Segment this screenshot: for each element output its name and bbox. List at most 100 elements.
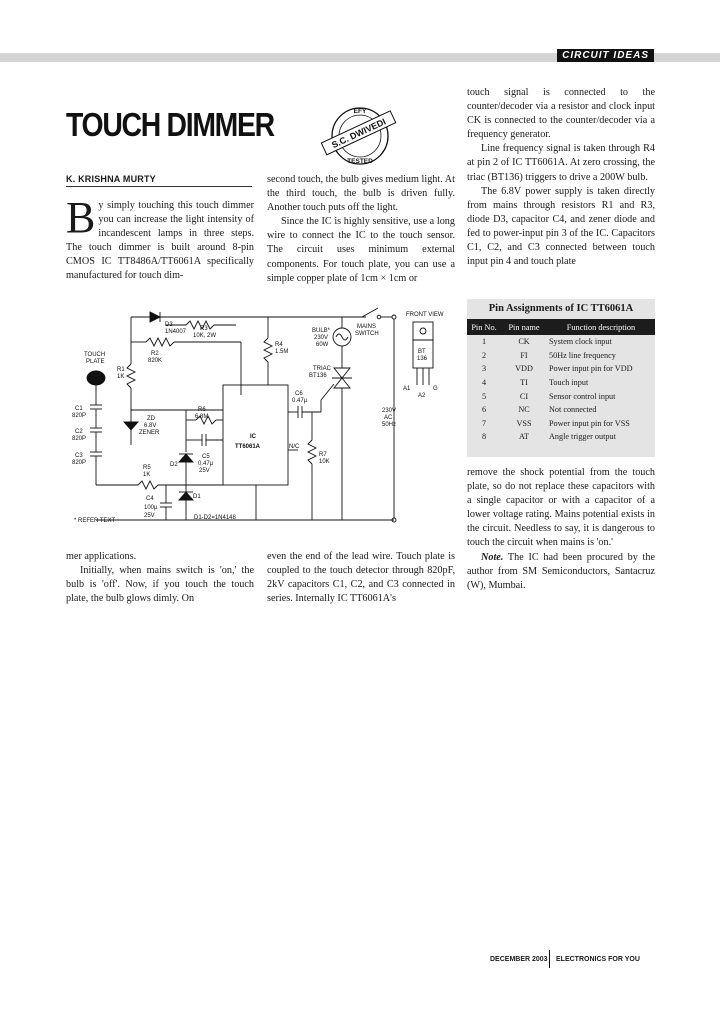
circuit-label: 820K — [148, 358, 162, 364]
circuit-label: D1-D2=1N4148 — [194, 515, 237, 521]
col1-bottom-p2: Initially, when mains switch is 'on,' th… — [66, 565, 254, 605]
circuit-label: AC — [384, 415, 393, 421]
circuit-label: 0.47µ — [198, 461, 214, 467]
circuit-label: 10K, 2W — [193, 333, 216, 339]
note-text: The IC had been procured by the author f… — [467, 551, 655, 591]
ic-name: TT6061A — [235, 444, 261, 450]
circuit-label: 50Hz — [382, 422, 396, 428]
table-header: Function description — [547, 319, 655, 335]
circuit-label: 10K — [319, 459, 330, 465]
circuit-label: 1K — [143, 472, 150, 478]
circuit-label: ZENER — [139, 430, 160, 436]
col3-p2: Line frequency signal is taken through R… — [467, 143, 655, 183]
circuit-label: C1 — [75, 406, 83, 412]
circuit-diagram: D3 1N4007 R3 10K, 2W R2 820K R4 1.5M BUL… — [72, 307, 444, 524]
table-header: Pin name — [501, 319, 547, 335]
circuit-label: C5 — [202, 454, 210, 460]
circuit-label: A2 — [418, 393, 426, 399]
circuit-label: 0.47µ — [292, 398, 308, 404]
circuit-label: BULB* — [312, 328, 331, 334]
col3-p3: The 6.8V power supply is taken directly … — [467, 185, 655, 268]
section-label: CIRCUIT IDEAS — [557, 49, 654, 62]
circuit-label: R3 — [200, 326, 208, 332]
circuit-label: R2 — [151, 351, 159, 357]
efy-tested-badge: S.C. DWIVEDI EFY TESTED — [320, 107, 397, 165]
circuit-label: 820P — [72, 413, 86, 419]
circuit-label: C3 — [75, 453, 83, 459]
col2-top-p1: second touch, the bulb gives medium ligh… — [267, 174, 455, 214]
circuit-label: C2 — [75, 429, 83, 435]
column-1-bottom: mer applications. Initially, when mains … — [66, 550, 254, 606]
ic-label: IC — [250, 434, 257, 440]
circuit-label: R6 — [198, 407, 206, 413]
footer-date: DECEMBER 2003 — [490, 956, 548, 963]
circuit-label: 1N4007 — [165, 329, 187, 335]
footer-publication: ELECTRONICS FOR YOU — [556, 956, 640, 963]
circuit-label: 230V — [314, 335, 328, 341]
author-rule — [66, 186, 252, 187]
col1-top-text: y simply touching this touch dimmer you … — [66, 200, 254, 282]
circuit-label: D3 — [165, 322, 173, 328]
circuit-label: R5 — [143, 465, 151, 471]
badge-bottom: TESTED — [347, 158, 373, 165]
circuit-label: 820P — [72, 460, 86, 466]
circuit-label: ZD — [147, 416, 156, 422]
circuit-label: TOUCH — [84, 352, 105, 358]
col3-bottom-p1: remove the shock potential from the touc… — [467, 467, 655, 549]
footer-separator — [549, 950, 550, 968]
circuit-label: 1K — [117, 374, 124, 380]
drop-cap: B — [66, 193, 96, 242]
circuit-label: BT — [418, 349, 426, 355]
circuit-label: R7 — [319, 452, 327, 458]
circuit-label: 25V — [199, 468, 210, 474]
circuit-label: FRONT VIEW — [406, 312, 444, 318]
circuit-label: * REFER TEXT — [74, 518, 116, 524]
circuit-label: R4 — [275, 342, 283, 348]
circuit-label: N/C — [289, 444, 300, 450]
header-bar — [0, 53, 720, 62]
circuit-label: 6.8V — [144, 423, 156, 429]
author-name: K. KRISHNA MURTY — [66, 174, 156, 184]
article-title: TOUCH DIMMER — [66, 106, 275, 143]
column-3-bottom: remove the shock potential from the touc… — [467, 466, 655, 593]
circuit-label: 60W — [316, 342, 329, 348]
circuit-label: D1 — [193, 494, 201, 500]
column-2-top: second touch, the bulb gives medium ligh… — [267, 173, 455, 286]
circuit-label: 136 — [417, 356, 428, 362]
col2-top-p2: Since the IC is highly sensitive, use a … — [267, 216, 455, 284]
pin-assignment-table: Pin Assignments of IC TT6061A Pin No. Pi… — [467, 299, 655, 457]
circuit-label: 820P — [72, 436, 86, 442]
circuit-label: A1 — [403, 386, 411, 392]
col1-bottom-p1: mer applications. — [66, 551, 137, 562]
circuit-label: 230V — [382, 408, 396, 414]
circuit-label: SWITCH — [355, 331, 379, 337]
table-title: Pin Assignments of IC TT6061A — [488, 303, 634, 314]
circuit-label: 1.5M — [275, 349, 288, 355]
table-header: Pin No. — [467, 319, 501, 335]
circuit-label: G — [433, 386, 438, 392]
column-2-bottom: even the end of the lead wire. Touch pla… — [267, 550, 455, 606]
col2-bottom-text: even the end of the lead wire. Touch pla… — [267, 551, 455, 605]
note-label: Note. — [481, 551, 504, 563]
circuit-label: TRIAC — [313, 366, 332, 372]
col3-p1: touch signal is connected to the counter… — [467, 87, 655, 141]
circuit-label: PLATE — [86, 359, 105, 365]
circuit-label: C6 — [295, 391, 303, 397]
badge-top: EFY — [354, 108, 367, 115]
circuit-label: 100µ — [144, 505, 158, 511]
circuit-label: 6.8M — [195, 414, 208, 420]
circuit-label: BT136 — [309, 373, 327, 379]
circuit-label: MAINS — [357, 324, 376, 330]
column-3-top: touch signal is connected to the counter… — [467, 86, 655, 269]
circuit-label: 25V — [144, 513, 155, 519]
circuit-label: C4 — [146, 496, 154, 502]
